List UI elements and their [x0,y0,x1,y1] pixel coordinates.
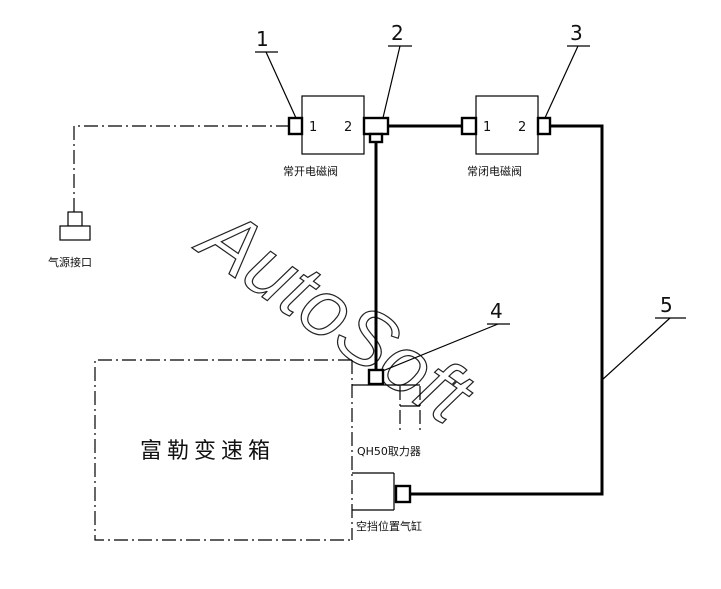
normally-open-valve [301,95,365,155]
valve-no-port-1: 1 [309,120,317,135]
valve-nc-outlet-fitting [536,116,552,136]
valve-nc-port-2: 2 [518,120,526,135]
valve-no-port-fitting [287,116,304,136]
pto-body [352,384,421,432]
valve-nc-inlet-fitting [460,116,478,136]
valve-nc-port-1: 1 [483,120,491,135]
valve-no-port-2: 2 [344,120,352,135]
pto-air-fitting [367,368,385,386]
watermark: AutoSoft [182,189,490,442]
air-lines [374,124,604,496]
callout-5: 5 [660,293,673,317]
valve-nc-label: 常闭电磁阀 [467,164,522,178]
neutral-cylinder-label: 空挡位置气缸 [356,519,422,533]
tee-fitting [362,116,390,144]
callout-1: 1 [256,27,269,51]
valve-no-label: 常开电磁阀 [283,164,338,178]
callout-2: 2 [391,21,404,45]
air-source-connector [59,211,91,241]
callout-3: 3 [570,21,583,45]
air-source-label: 气源接口 [48,255,92,269]
callout-leaders [255,45,686,381]
pto-label: QH50取力器 [357,445,421,458]
neutral-cylinder [352,472,395,511]
air-source-line [73,125,290,212]
callout-4: 4 [490,299,503,323]
gearbox-label: 富勒变速箱 [140,439,275,464]
normally-closed-valve [475,95,539,155]
neutral-cylinder-fitting [394,484,412,504]
